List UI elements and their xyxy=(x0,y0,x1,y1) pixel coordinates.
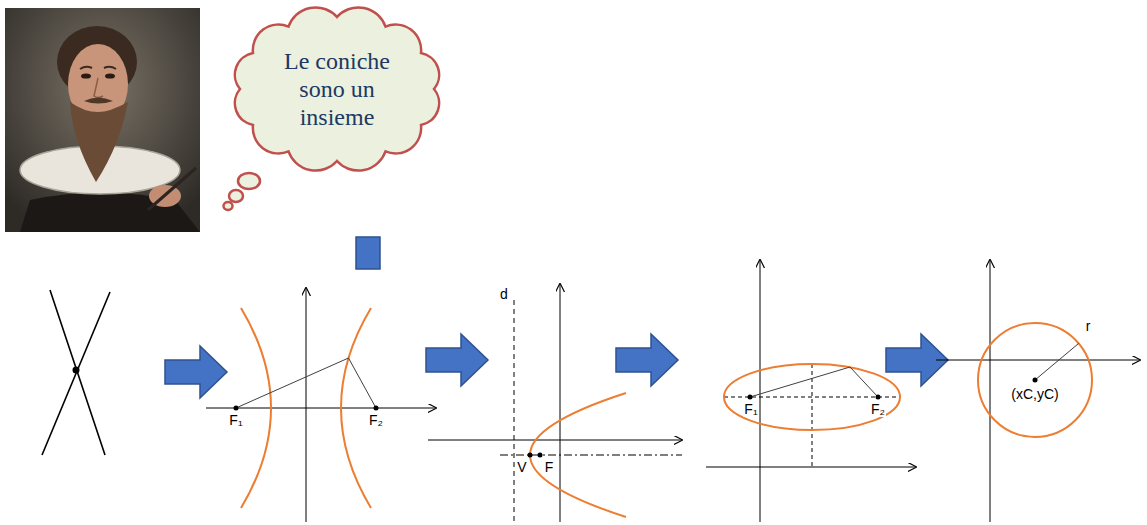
kepler-portrait-part xyxy=(5,8,200,232)
parabola-figure-part xyxy=(530,393,626,517)
focus-label: F₂ xyxy=(870,401,886,417)
kepler-portrait-part xyxy=(81,73,91,78)
circle-figure-part xyxy=(1033,378,1038,383)
ellipse-figure xyxy=(706,260,916,522)
focus-label: F xyxy=(544,459,555,475)
focus-label: F₂ xyxy=(368,412,384,428)
crossing-lines-part xyxy=(42,292,110,455)
thought-bubbles-part xyxy=(238,173,260,189)
thought-text: Le coniche sono un insieme xyxy=(271,47,403,131)
block-arrows-part xyxy=(426,334,488,386)
vertex-label: V xyxy=(516,459,527,475)
radius-label: r xyxy=(1085,318,1092,334)
block-arrows xyxy=(165,237,948,398)
parabola-figure-part xyxy=(514,300,515,524)
hyperbola-figure-part xyxy=(306,288,307,522)
parabola-figure-part xyxy=(560,284,561,522)
parabola-figure xyxy=(428,284,682,524)
focus-label: F₁ xyxy=(228,412,243,428)
crossing-lines xyxy=(42,290,110,455)
crossing-lines-part xyxy=(50,290,105,455)
thought-bubbles xyxy=(224,173,261,210)
kepler-portrait-part xyxy=(148,168,196,210)
kepler-portrait-part xyxy=(105,73,115,78)
ellipse-figure-part xyxy=(748,395,753,400)
ellipse-figure-part xyxy=(876,395,881,400)
block-arrows-part xyxy=(165,346,227,398)
text-wrap: Le coniche sono un insieme xyxy=(228,5,446,173)
parabola-figure-part xyxy=(528,453,533,458)
hyperbola-figure-part xyxy=(241,308,271,508)
cloud-outline xyxy=(235,7,439,170)
hyperbola-figure xyxy=(206,288,436,522)
circle-figure xyxy=(936,260,1140,522)
parabola-figure-part xyxy=(500,455,682,456)
circle-figure-part xyxy=(978,323,1092,437)
kepler-portrait-part xyxy=(84,98,113,104)
parabola-figure-part xyxy=(538,453,543,458)
center-label: (xC,yC) xyxy=(1010,386,1059,402)
hyperbola-figure-part xyxy=(206,408,436,409)
ellipse-figure-part xyxy=(812,364,813,467)
thought-bubbles-part xyxy=(229,190,243,202)
kepler-portrait-part xyxy=(80,67,116,69)
thought-bubbles-part xyxy=(224,202,233,210)
hyperbola-figure-part xyxy=(374,406,379,411)
block-arrows-part xyxy=(356,237,380,269)
directrix-label: d xyxy=(499,286,509,302)
circle-figure-part xyxy=(1035,343,1079,380)
circle-figure-part xyxy=(990,260,991,522)
block-arrows-part xyxy=(616,334,678,386)
parabola-figure-part xyxy=(428,440,682,441)
ellipse-figure-part xyxy=(724,364,900,430)
focus-label: F₁ xyxy=(743,401,758,417)
ellipse-figure-part xyxy=(760,260,761,522)
thought-cloud: Le coniche sono un insieme xyxy=(228,5,446,173)
hyperbola-figure-part xyxy=(236,358,376,408)
kepler-portrait-part xyxy=(70,102,128,182)
crossing-lines-part xyxy=(73,367,80,374)
hyperbola-figure-part xyxy=(234,406,239,411)
circle-figure-part xyxy=(936,360,1140,361)
hyperbola-figure-part xyxy=(341,308,371,508)
ellipse-figure-part xyxy=(706,467,916,468)
kepler-portrait xyxy=(5,8,200,232)
kepler-portrait-part xyxy=(94,78,103,98)
ellipse-figure-part xyxy=(750,367,878,397)
